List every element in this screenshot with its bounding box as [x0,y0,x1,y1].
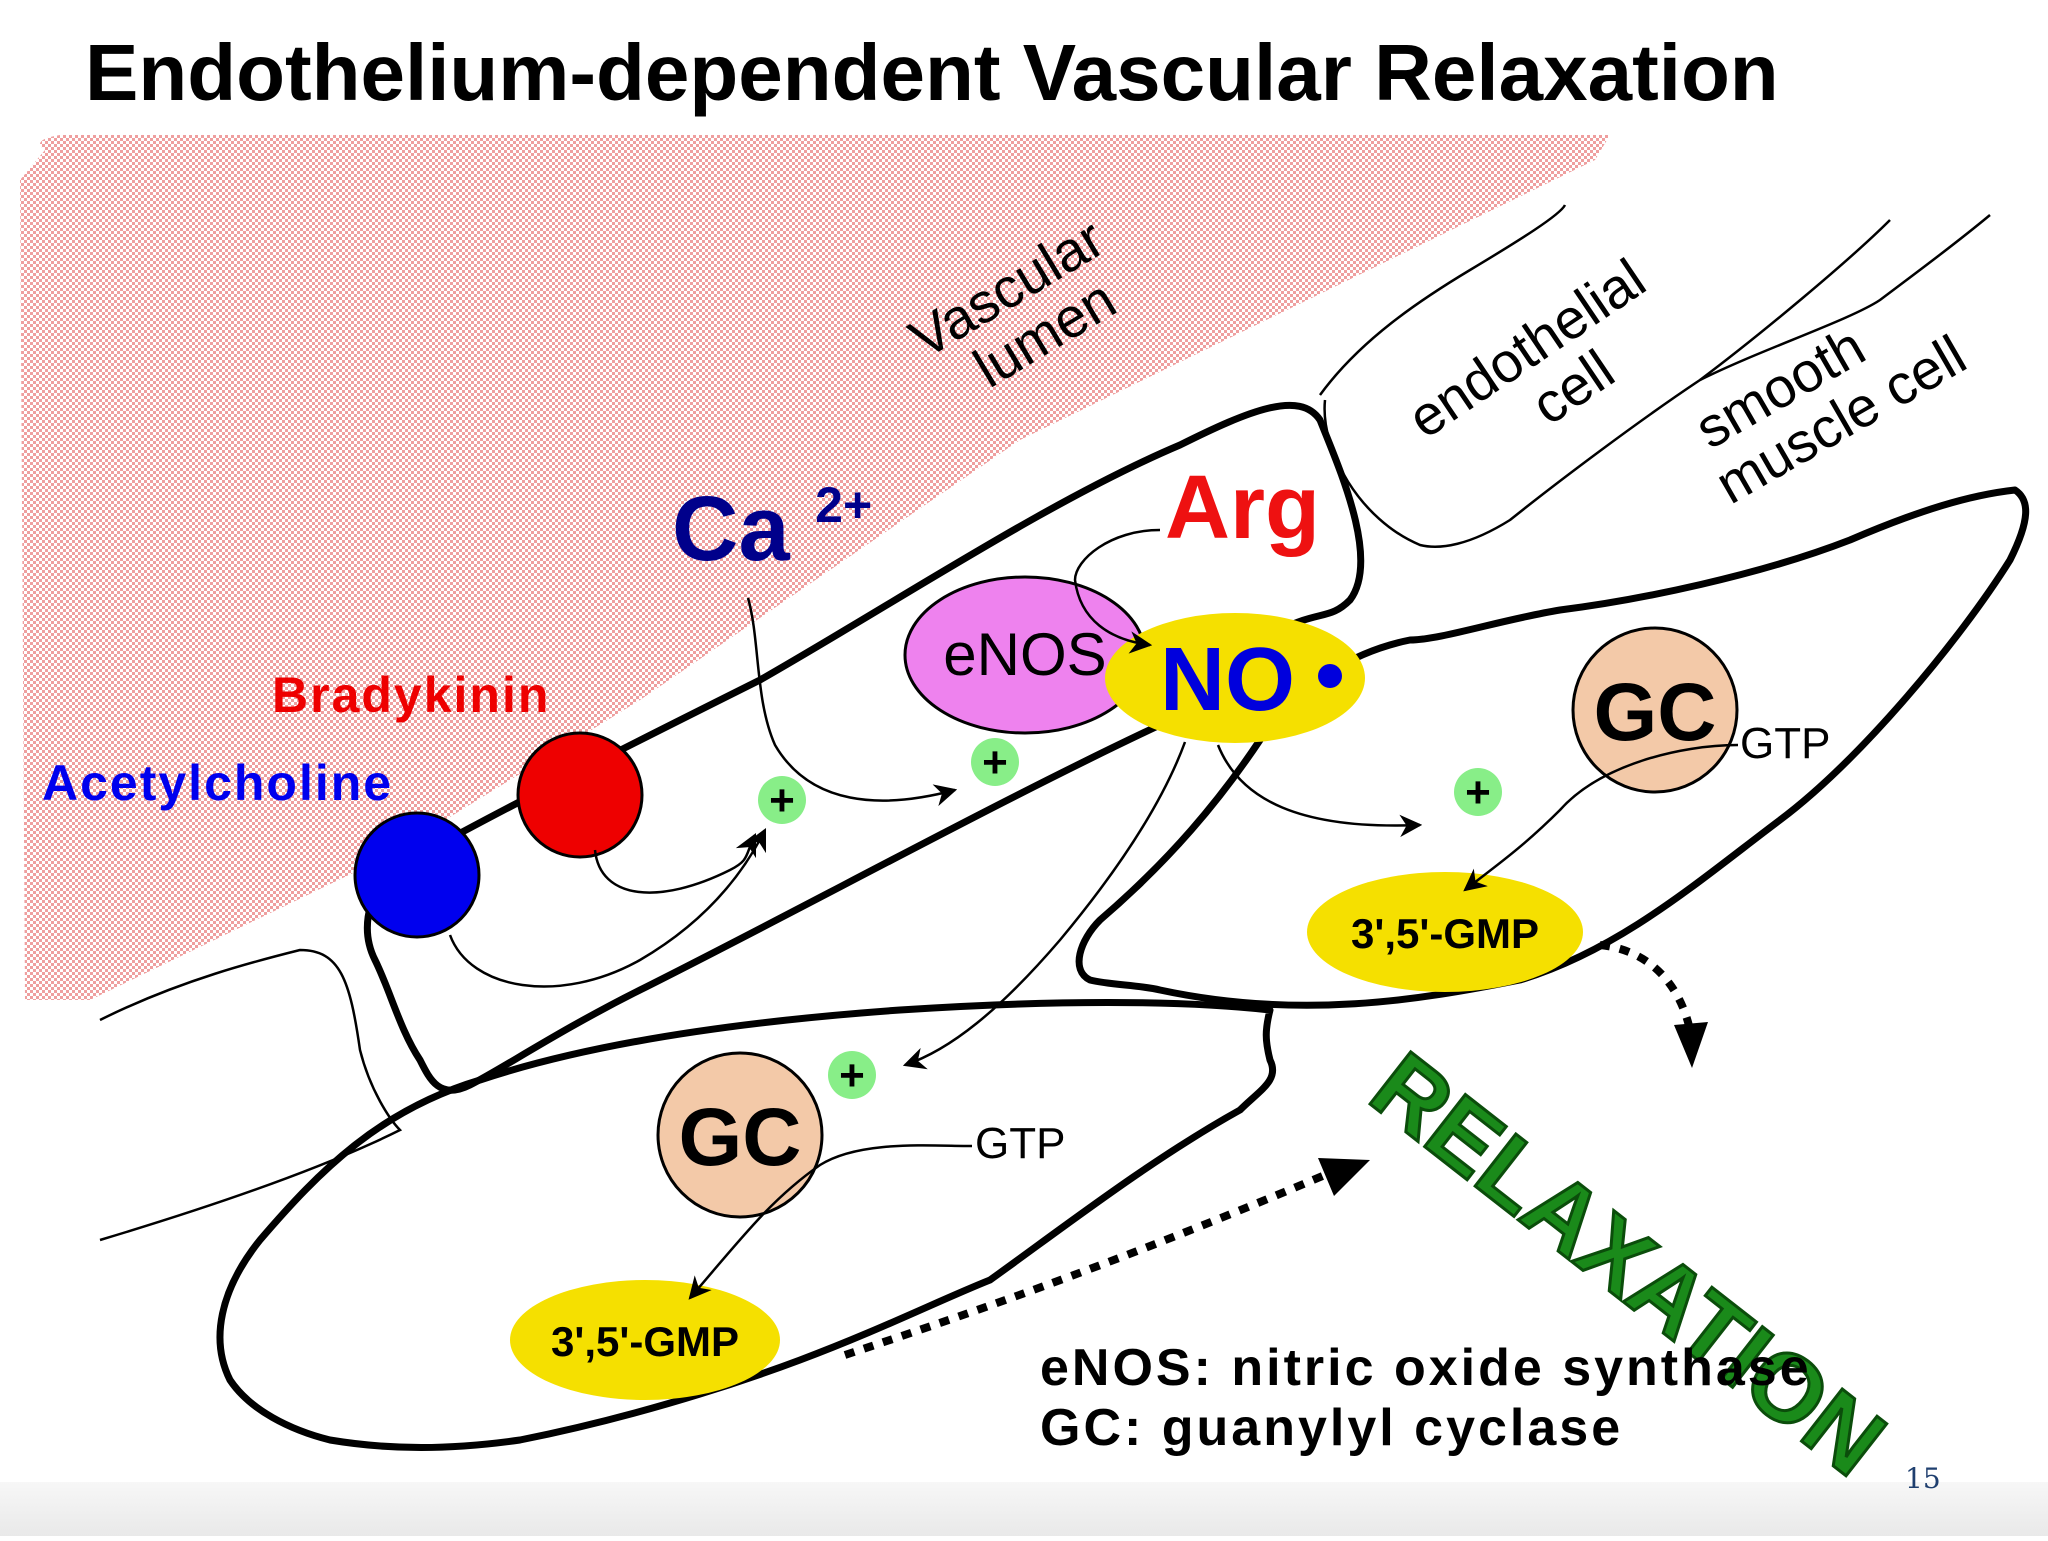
slide-footer-bar [0,1482,2048,1536]
endothelial-cell-outline [1318,204,1891,548]
arg-label: Arg [1165,458,1320,558]
gmp-lower-label: 3',5'-GMP [551,1318,739,1365]
arrow-gtp-to-gmp-lower [688,1144,973,1300]
bradykinin-label: Bradykinin [272,667,550,723]
smooth-muscle-cell-upper [1075,486,2030,1009]
dotted-arrow-upper [1599,941,1694,1031]
gtp-lower-label: GTP [975,1119,1065,1168]
no-radical-dot [1318,664,1342,688]
arrow-no-to-gc-upper [1216,744,1423,838]
plus-badge-gc-lower-text: + [839,1051,865,1100]
arrow-gtp-to-gmp-upper [1463,743,1739,892]
plus-badge-gc-upper-text: + [1465,768,1491,817]
page-number: 15 [1905,1462,1941,1495]
acetylcholine-label: Acetylcholine [42,755,393,811]
gc-lower-enzyme [656,1051,824,1219]
gtp-upper-label: GTP [1740,719,1830,768]
plus-badge-enos-text: + [982,738,1008,787]
neighbor-cell-outline [99,948,403,1242]
legend-gc: GC: guanylyl cyclase [1040,1399,1623,1457]
plus-badge-gc-upper: + [1454,768,1502,817]
acetylcholine-receptor [353,811,481,939]
arrow-arg-to-no [1073,528,1161,654]
endothelial-cell-label: endothelial cell [1396,246,1656,450]
enos-label: eNOS [943,621,1106,688]
gmp-upper [1307,872,1583,992]
arrow-acetylcholine-to-plus [448,827,767,988]
dotted-arrow-upper-head [1674,1022,1708,1068]
diagram-title: Endothelium-dependent Vascular Relaxatio… [85,28,1779,117]
calcium-symbol: Ca [672,478,790,580]
gc-upper-enzyme [1571,626,1739,794]
gmp-upper-label: 3',5'-GMP [1351,910,1539,957]
gc-lower-label: GC [679,1092,802,1183]
arrow-no-to-gc-lower [902,741,1187,1070]
arrow-calcium-to-enos-plus [746,597,958,807]
endothelial-cell-label-line1: endothelial [1396,246,1656,450]
plus-badge-receptor-text: + [769,776,795,825]
dotted-arrow-lower-head [1318,1158,1370,1196]
calcium-label: Ca 2+ [672,477,872,580]
gc-upper-label: GC [1594,667,1717,758]
plus-badge-gc-lower: + [828,1051,876,1100]
smooth-muscle-outline [1699,214,1991,382]
smooth-muscle-cell-label: smooth muscle cell [1685,314,1977,516]
arrow-bradykinin-to-plus [593,832,757,894]
gmp-lower [510,1280,780,1400]
plus-badge-enos: + [971,738,1019,787]
bradykinin-receptor [516,731,644,859]
calcium-charge: 2+ [815,477,872,533]
smooth-muscle-cell-lower [216,999,1277,1451]
vascular-lumen-region [20,135,1610,1000]
no-label: NO [1160,630,1295,730]
dotted-arrow-lower [843,1171,1327,1359]
legend-enos: eNOS: nitric oxide synthase [1040,1339,1812,1397]
plus-badge-receptor: + [758,776,806,825]
no-molecule [1105,613,1365,743]
